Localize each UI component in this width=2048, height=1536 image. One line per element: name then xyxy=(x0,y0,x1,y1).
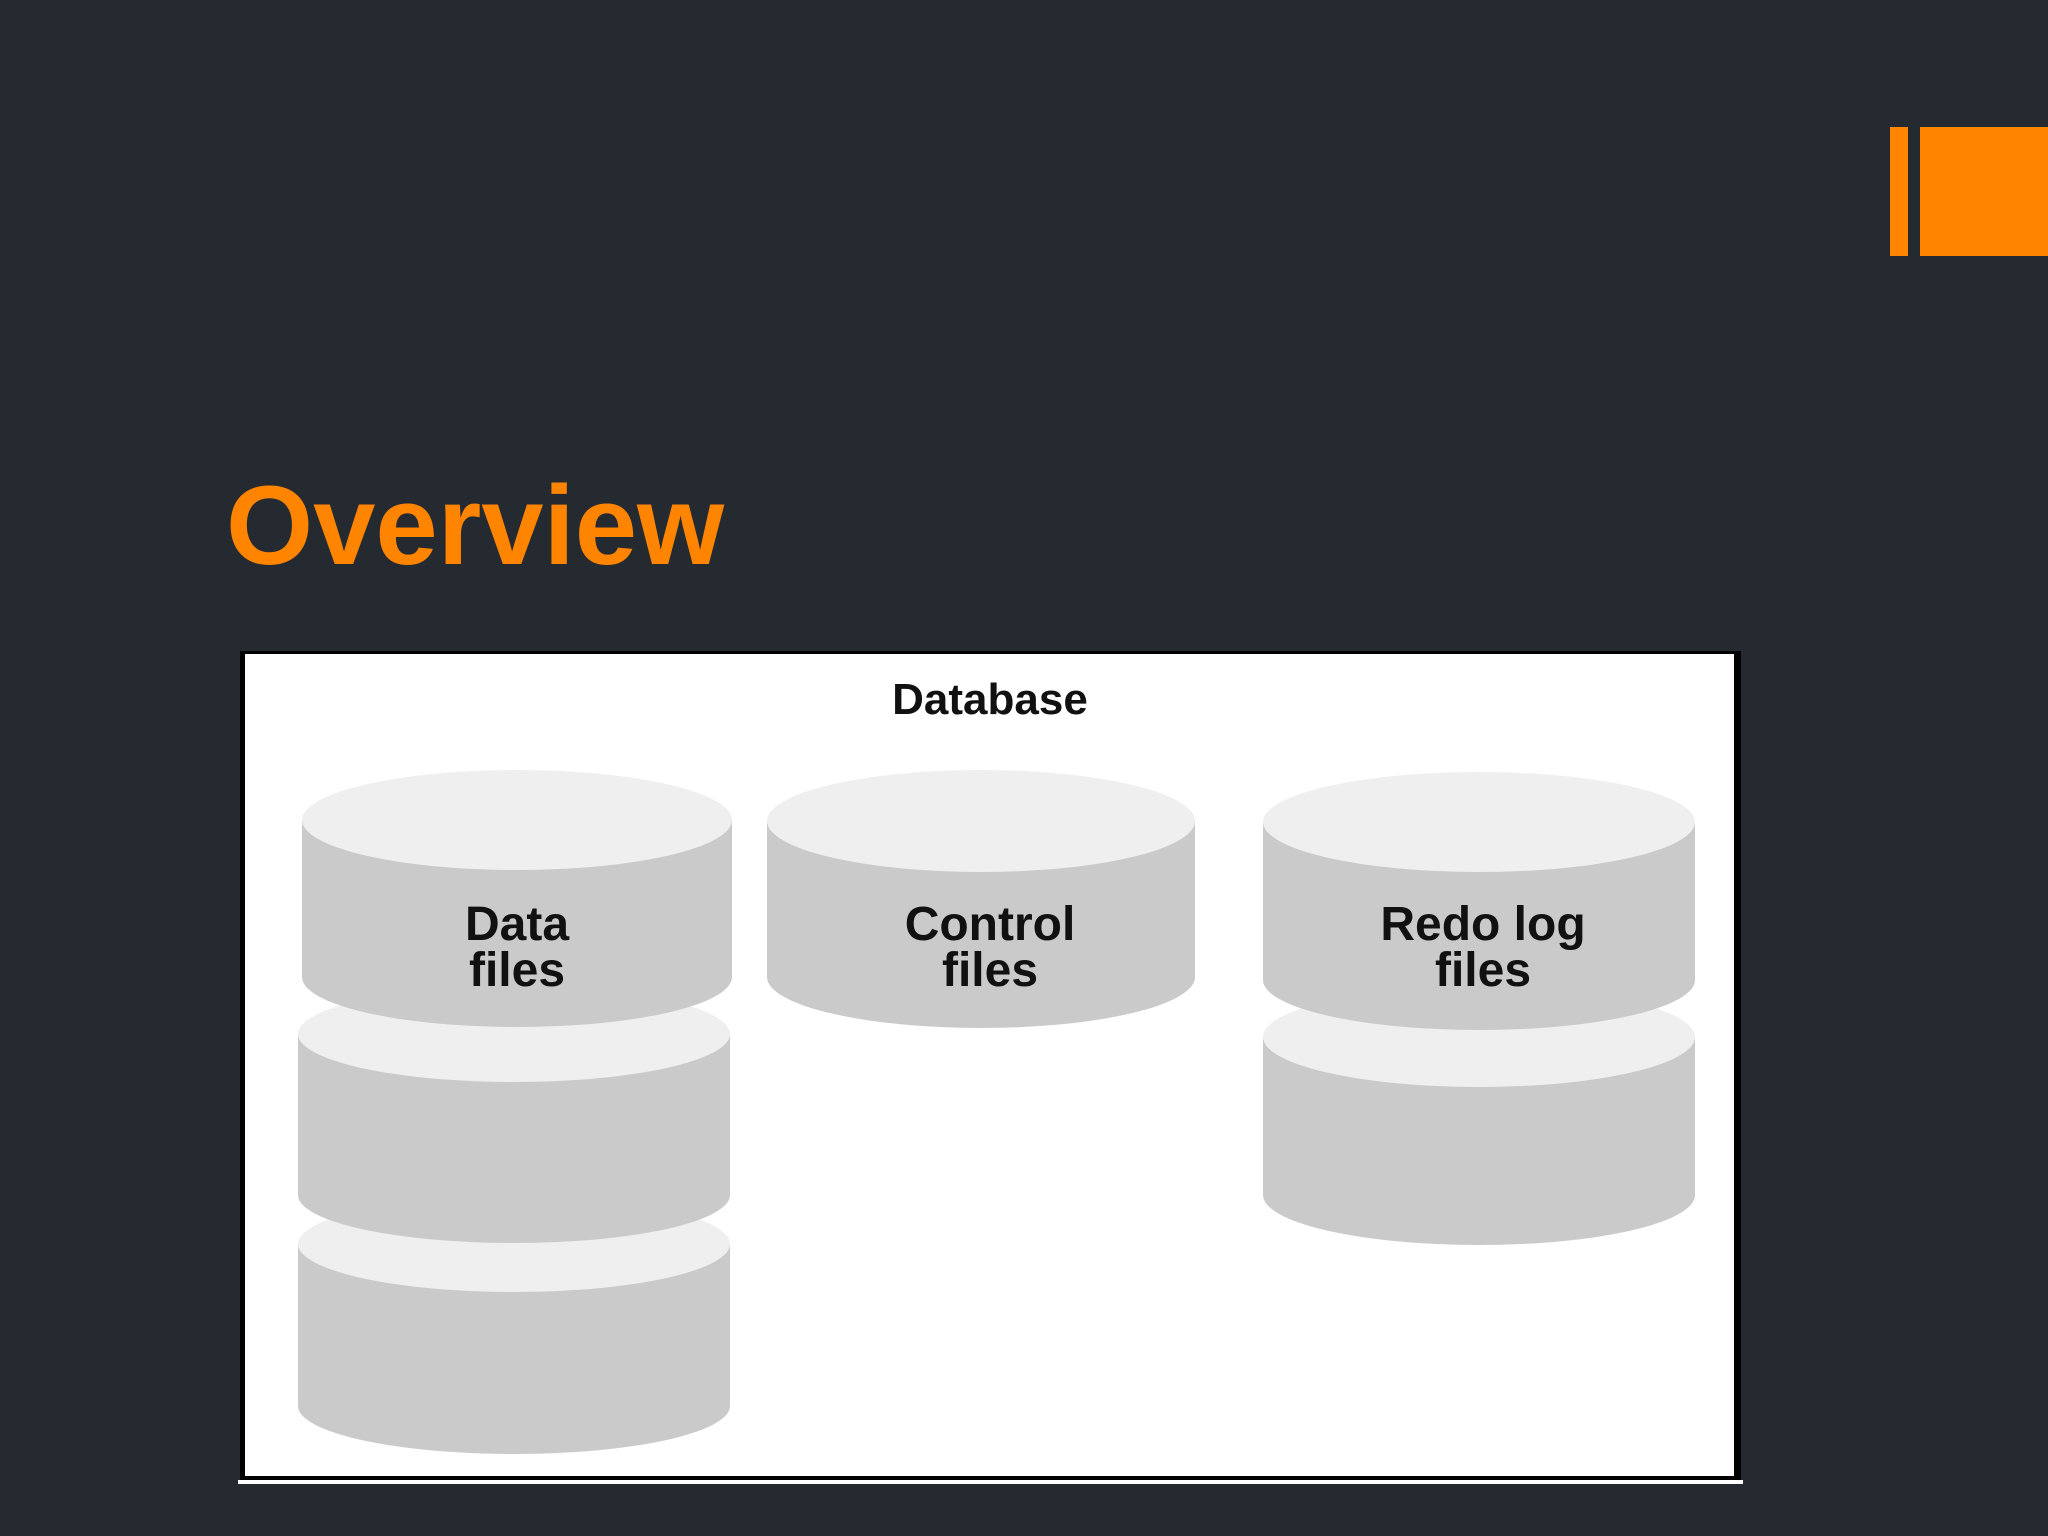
data-files-label-line2: files xyxy=(469,944,565,997)
redo-log-files-label-line1: Redo log xyxy=(1380,898,1585,951)
accent-bar xyxy=(1890,127,1908,256)
data-files-group: Data files xyxy=(298,770,732,1454)
redo-log-files-group: Redo log files xyxy=(1263,772,1695,1245)
data-files-cylinder-1 xyxy=(302,770,732,1027)
control-files-group: Control files xyxy=(767,770,1195,1028)
redo-log-files-label-line2: files xyxy=(1435,944,1531,997)
database-diagram-canvas: Database Data files xyxy=(298,675,1695,1454)
redo-log-files-cylinder-1 xyxy=(1263,772,1695,1030)
control-files-cylinder-1 xyxy=(767,770,1195,1028)
accent-block xyxy=(1920,127,2048,256)
diagram-heading: Database xyxy=(892,675,1088,724)
control-files-label-line2: files xyxy=(942,944,1038,997)
database-diagram: Database Data files xyxy=(240,651,1741,1483)
diagram-underline xyxy=(238,1480,1743,1484)
control-files-label-line1: Control xyxy=(905,898,1076,951)
data-files-label-line1: Data xyxy=(465,898,569,951)
slide-title: Overview xyxy=(226,463,725,588)
